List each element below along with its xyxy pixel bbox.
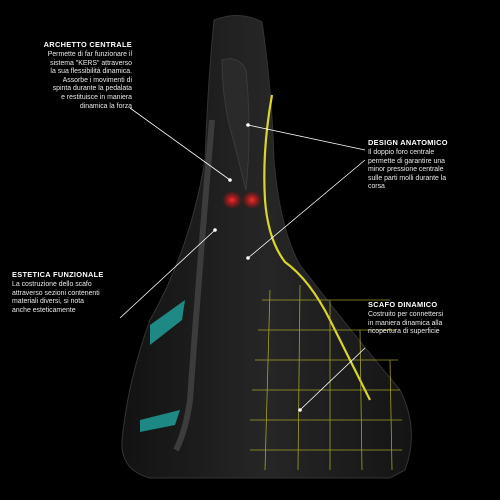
leader-dots bbox=[213, 123, 302, 412]
central-arch bbox=[221, 58, 250, 191]
callout-title: DESIGN ANATOMICO bbox=[368, 138, 448, 147]
red-glow-right bbox=[242, 191, 262, 209]
red-glow-left bbox=[222, 191, 242, 209]
callout-scafo-dinamico: SCAFO DINAMICO Costruito per connettersi… bbox=[368, 300, 496, 337]
yellow-contour bbox=[263, 94, 371, 401]
callout-design-anatomico: DESIGN ANATOMICO Il doppio foro centrale… bbox=[368, 138, 498, 192]
callout-body: Il doppio foro centrale permette di gara… bbox=[368, 149, 447, 191]
callout-estetica-funzionale: ESTETICA FUNZIONALE La costruzione dello… bbox=[12, 270, 132, 315]
callout-title: ESTETICA FUNZIONALE bbox=[12, 270, 104, 279]
callout-body: Permette di far funzionare il sistema "K… bbox=[47, 51, 132, 110]
yellow-grid bbox=[250, 284, 402, 471]
callout-body: Costruito per connettersi in maniera din… bbox=[368, 311, 444, 336]
leader-lines bbox=[119, 107, 366, 411]
saddle-rail bbox=[173, 119, 215, 452]
callout-title: ARCHETTO CENTRALE bbox=[43, 40, 132, 49]
callout-body: La costruzione dello scafo attraverso se… bbox=[12, 281, 100, 314]
callout-archetto-centrale: ARCHETTO CENTRALE Permette di far funzio… bbox=[12, 40, 132, 111]
callout-title: SCAFO DINAMICO bbox=[368, 300, 438, 309]
teal-accent bbox=[140, 300, 185, 432]
